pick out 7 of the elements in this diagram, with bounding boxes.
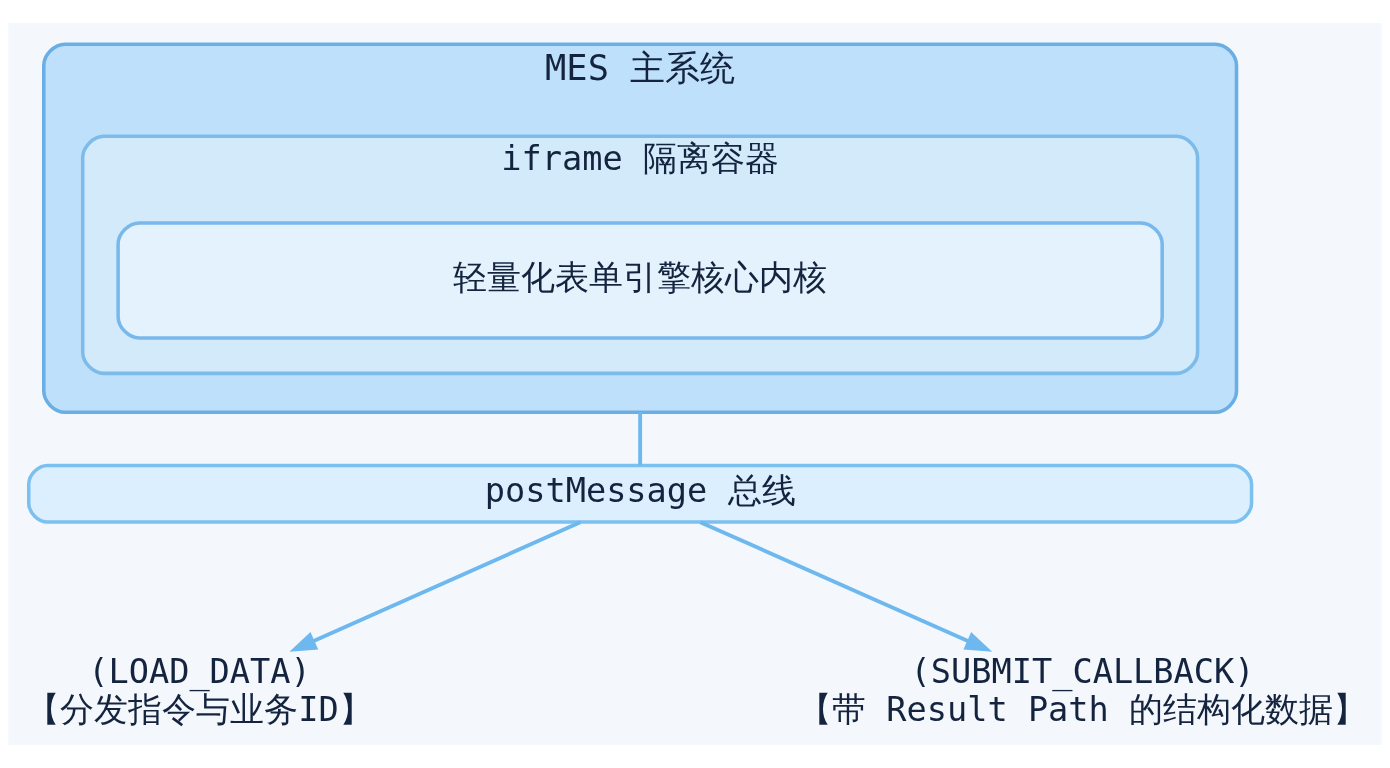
arrow bbox=[289, 520, 582, 652]
node-text: (LOAD_DATA) 【分发指令与业务ID】 bbox=[26, 652, 373, 729]
connector bbox=[638, 412, 643, 465]
arrow bbox=[699, 520, 993, 652]
node-box: 轻量化表单引擎核心内核 bbox=[116, 221, 1164, 340]
node-box: postMessage 总线 bbox=[26, 463, 1254, 524]
node-text: (SUBMIT_CALLBACK) 【带 Result Path 的结构化数据】 bbox=[798, 652, 1368, 729]
